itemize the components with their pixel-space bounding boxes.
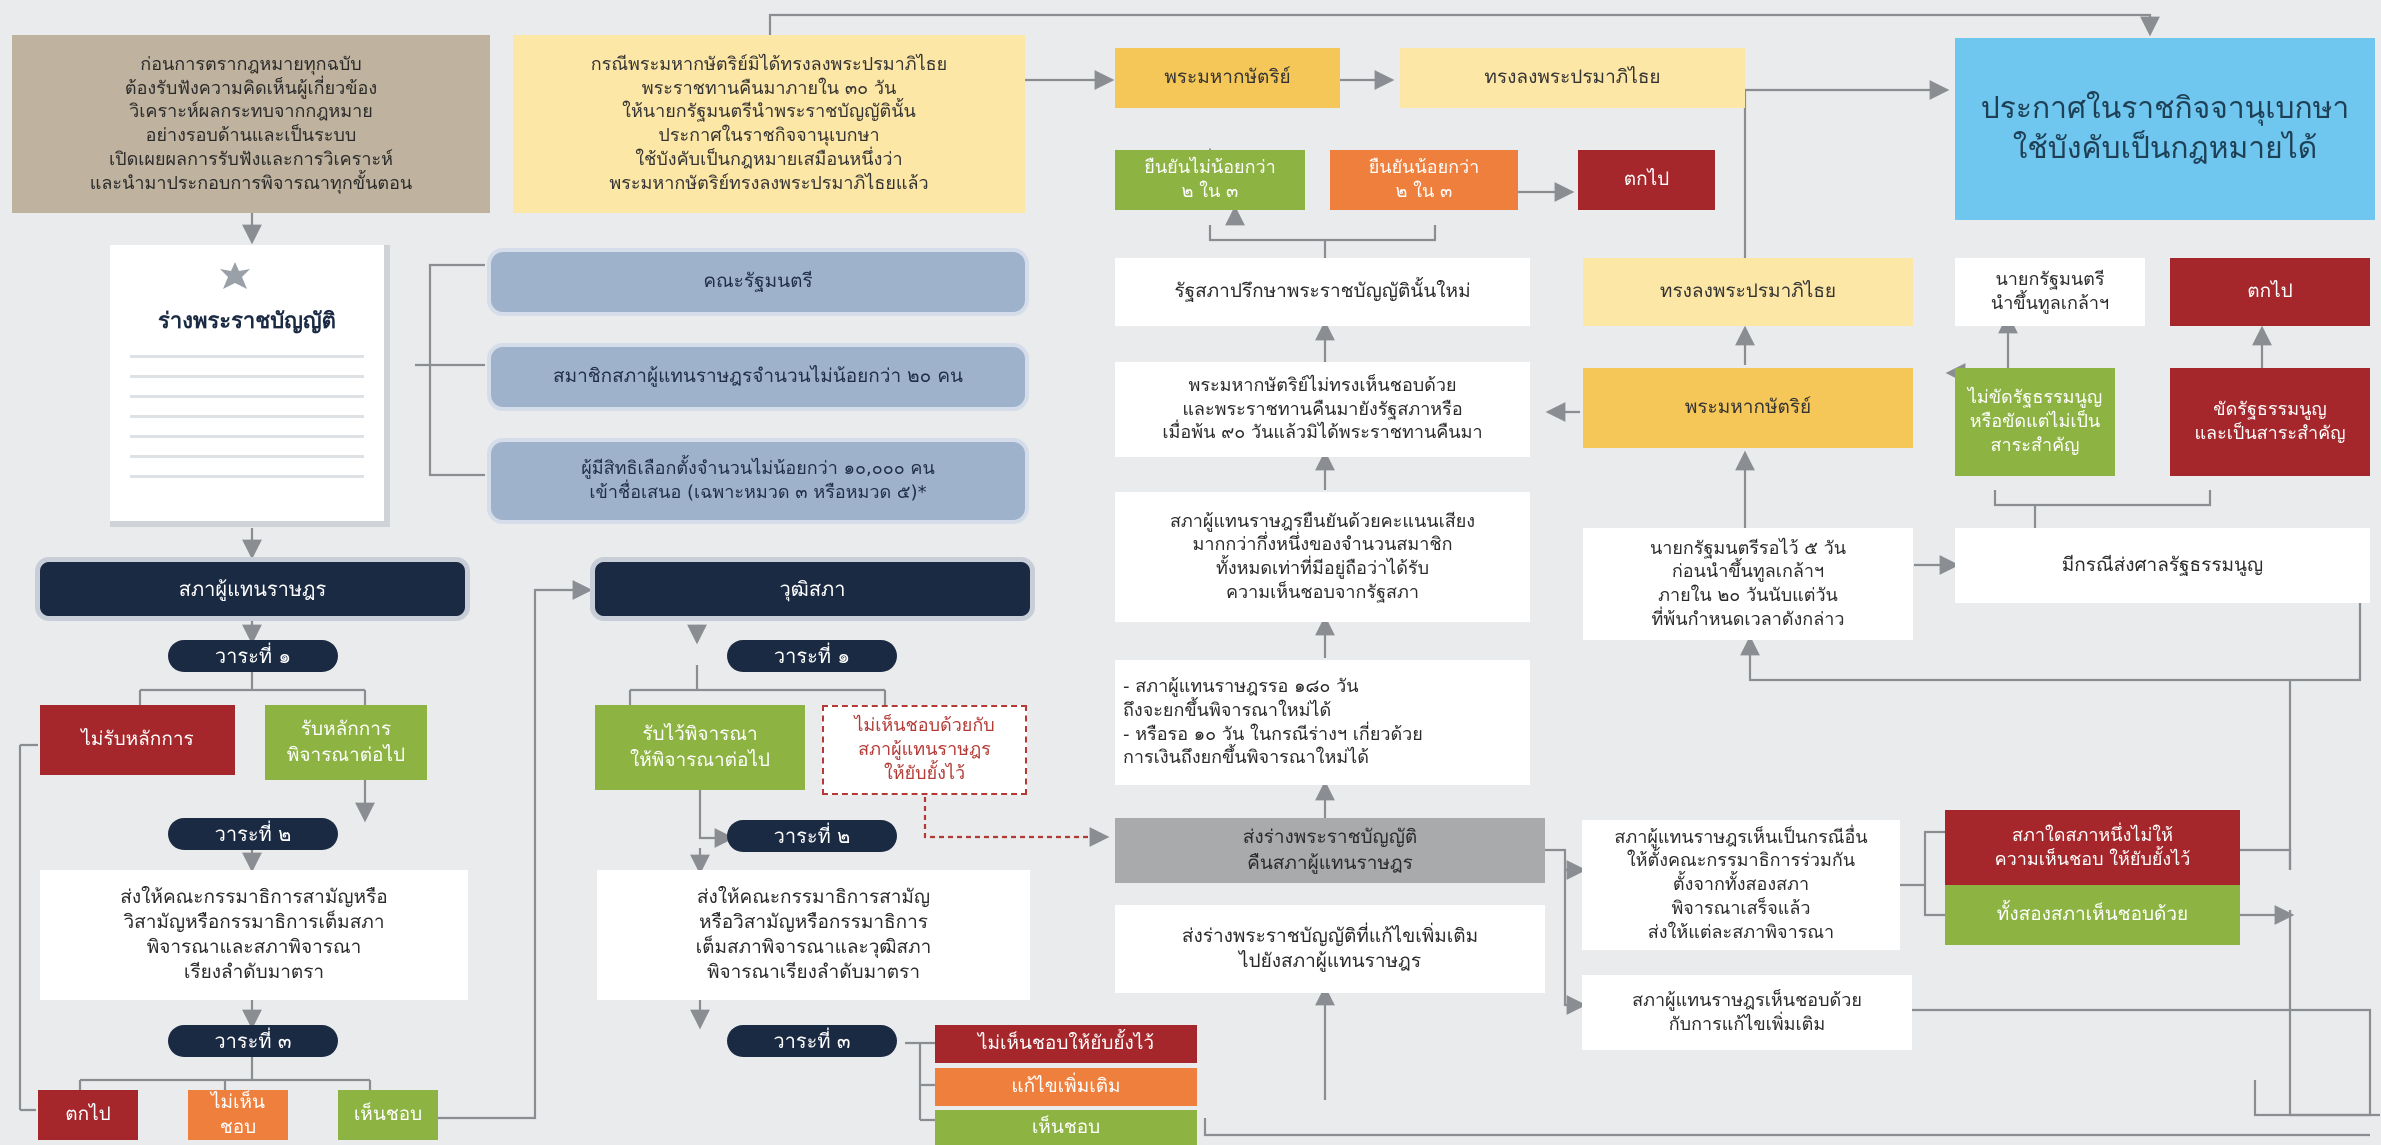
affirm-two-thirds: ยืนยันไม่น้อยกว่า ๒ ใน ๓ — [1115, 150, 1305, 210]
king-disagrees: พระมหากษัตริย์ไม่ทรงเห็นชอบด้วย และพระรา… — [1115, 362, 1530, 457]
not-unconstitutional: ไม่ขัดรัฐธรรมนูญ หรือขัดแต่ไม่เป็น สาระส… — [1955, 368, 2115, 476]
house-reject-principle: ไม่รับหลักการ — [40, 705, 235, 775]
doc-line — [130, 355, 364, 358]
both-houses-agree: ทั้งสองสภาเห็นชอบด้วย — [1945, 885, 2240, 945]
house-committee-review: ส่งให้คณะกรรมาธิการสามัญหรือ วิสามัญหรือ… — [40, 870, 468, 1000]
unconstitutional: ขัดรัฐธรรมนูญ และเป็นสาระสำคัญ — [2170, 368, 2370, 476]
doc-line — [130, 375, 364, 378]
senate-amend: แก้ไขเพิ่มเติม — [935, 1068, 1197, 1106]
bill-fails-right: ตกไป — [2170, 258, 2370, 326]
garuda-emblem-icon — [220, 262, 250, 289]
senate-disagree-note: ไม่เห็นชอบด้วยกับ สภาผู้แทนราษฎร ให้ยับย… — [822, 705, 1027, 795]
senate-accept: รับไว้พิจารณา ให้พิจารณาต่อไป — [595, 705, 805, 790]
senate-header: วุฒิสภา — [590, 557, 1035, 621]
doc-line — [130, 475, 364, 478]
affirm-less-than-two-thirds: ยืนยันน้อยกว่า ๒ ใน ๓ — [1330, 150, 1518, 210]
royal-signature: ทรงลงพระปรมาภิไธย — [1583, 258, 1913, 326]
intro-note: ก่อนการตรากฎหมายทุกฉบับ ต้องรับฟังความคิ… — [12, 35, 490, 213]
constitutional-court-referral: มีกรณีส่งศาลรัฐธรรมนูญ — [1955, 528, 2370, 603]
senate-reading-3: วาระที่ ๓ — [727, 1025, 897, 1057]
proposer-cabinet: คณะรัฐมนตรี — [487, 248, 1029, 316]
doc-line — [130, 395, 364, 398]
parliament-reconsider: รัฐสภาปรึกษาพระราชบัญญัตินั้นใหม่ — [1115, 258, 1530, 326]
return-bill-to-house: ส่งร่างพระราชบัญญัติ คืนสภาผู้แทนราษฎร — [1115, 818, 1545, 883]
send-amended-bill: ส่งร่างพระราชบัญญัติที่แก้ไขเพิ่มเติม ไป… — [1115, 905, 1545, 993]
joint-committee: สภาผู้แทนราษฎรเห็นเป็นกรณีอื่น ให้ตั้งคณ… — [1582, 820, 1900, 950]
proposer-voters: ผู้มีสิทธิเลือกตั้งจำนวนไม่น้อยกว่า ๑๐,๐… — [487, 438, 1029, 524]
house-fail: ตกไป — [38, 1090, 138, 1140]
doc-line — [130, 435, 364, 438]
house-disagree: ไม่เห็นชอบ — [188, 1090, 288, 1140]
proposer-mps: สมาชิกสภาผู้แทนราษฎรจำนวนไม่น้อยกว่า ๒๐ … — [487, 343, 1029, 411]
draft-bill-document: ร่างพระราชบัญญัติ — [110, 245, 390, 527]
bill-fails-top: ตกไป — [1578, 150, 1715, 210]
royal-signature-top: ทรงลงพระปรมาภิไธย — [1400, 48, 1745, 108]
doc-line — [130, 455, 364, 458]
king-right: พระมหากษัตริย์ — [1583, 368, 1913, 448]
one-house-disagrees: สภาใดสภาหนึ่งไม่ให้ ความเห็นชอบ ให้ยับยั… — [1945, 810, 2240, 885]
doc-line — [130, 415, 364, 418]
senate-veto: ไม่เห็นชอบให้ยับยั้งไว้ — [935, 1025, 1197, 1063]
king-top: พระมหากษัตริย์ — [1115, 48, 1340, 108]
house-reaffirm: สภาผู้แทนราษฎรยืนยันด้วยคะแนนเสียง มากกว… — [1115, 492, 1530, 622]
senate-agree: เห็นชอบ — [935, 1110, 1197, 1145]
senate-committee-review: ส่งให้คณะกรรมาธิการสามัญ หรือวิสามัญหรือ… — [597, 870, 1030, 1000]
house-reading-3: วาระที่ ๓ — [168, 1025, 338, 1057]
house-of-representatives-header: สภาผู้แทนราษฎร — [35, 557, 470, 621]
house-accept-principle: รับหลักการ พิจารณาต่อไป — [265, 705, 427, 780]
publish-royal-gazette: ประกาศในราชกิจจานุเบกษา ใช้บังคับเป็นกฎห… — [1955, 38, 2375, 220]
house-reading-1: วาระที่ ๑ — [168, 640, 338, 672]
no-royal-assent-note: กรณีพระมหากษัตริย์มิได้ทรงลงพระปรมาภิไธย… — [513, 35, 1025, 213]
house-reading-2: วาระที่ ๒ — [168, 818, 338, 850]
pm-wait-period: นายกรัฐมนตรีรอไว้ ๕ วัน ก่อนนำขึ้นทูลเกล… — [1583, 528, 1913, 640]
senate-reading-1: วาระที่ ๑ — [727, 640, 897, 672]
draft-bill-title: ร่างพระราชบัญญัติ — [158, 309, 336, 334]
waiting-period: - สภาผู้แทนราษฎรรอ ๑๘๐ วัน ถึงจะยกขึ้นพิ… — [1115, 660, 1530, 785]
pm-present-to-king: นายกรัฐมนตรี นำขึ้นทูลเกล้าฯ — [1955, 258, 2145, 326]
house-agree: เห็นชอบ — [338, 1090, 438, 1140]
house-agrees-amendment: สภาผู้แทนราษฎรเห็นชอบด้วย กับการแก้ไขเพิ… — [1582, 975, 1912, 1050]
senate-reading-2: วาระที่ ๒ — [727, 820, 897, 852]
